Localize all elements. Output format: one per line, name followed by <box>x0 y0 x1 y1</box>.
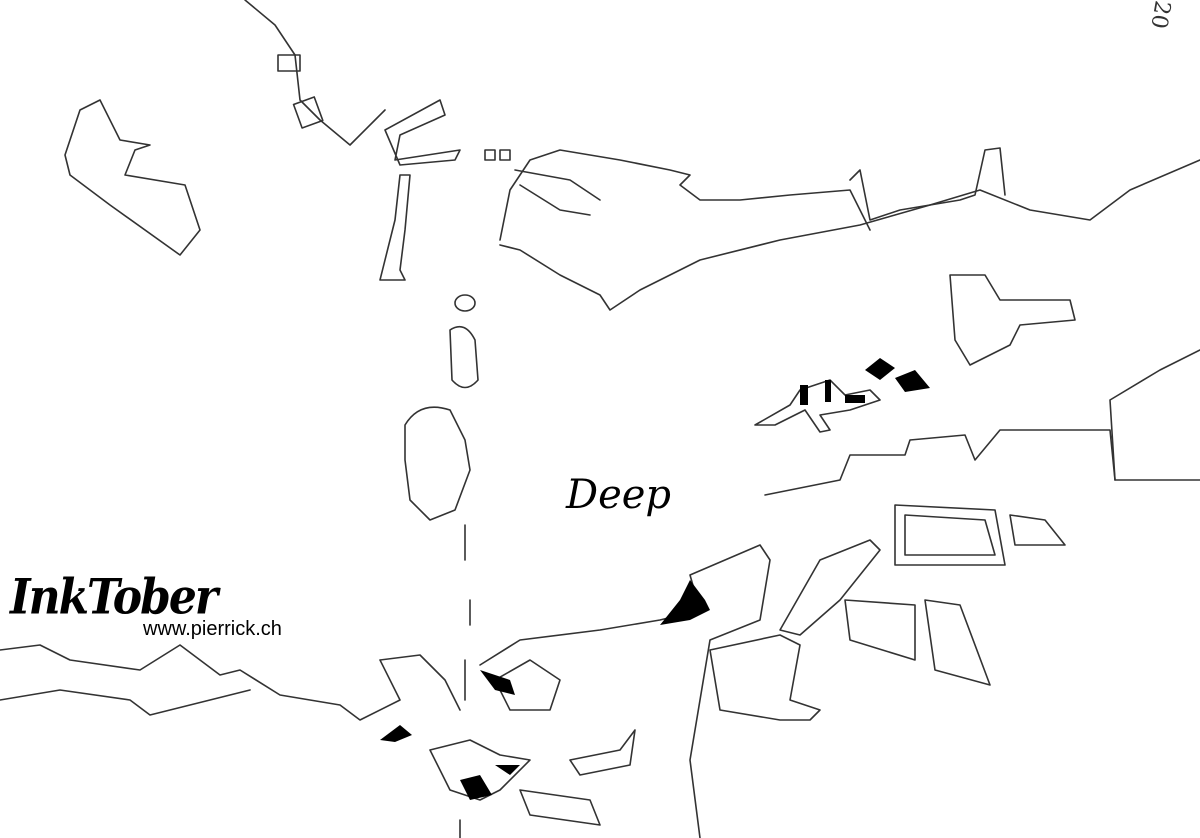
page-number: 20 <box>1145 0 1175 31</box>
diver <box>754 358 930 433</box>
column-left <box>64 99 411 281</box>
website-url: www.pierrick.ch <box>143 618 282 640</box>
reef-center <box>404 294 479 838</box>
reef-right <box>709 274 1200 721</box>
drawing-title: Deep <box>566 472 672 518</box>
seabed-bottom <box>0 544 771 838</box>
ink-shadows <box>380 580 710 800</box>
coastline-top <box>244 0 1200 311</box>
inktober-logo: InkTober <box>10 569 218 626</box>
